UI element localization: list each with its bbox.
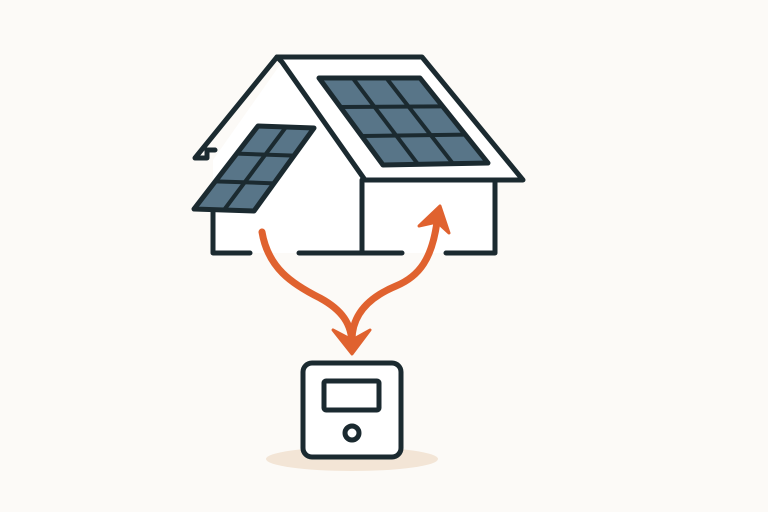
solar-panel-left bbox=[191, 123, 317, 214]
panel-grid-row bbox=[215, 179, 275, 186]
arrow-to-house bbox=[348, 218, 441, 344]
panel-grid-column bbox=[222, 125, 288, 212]
floor-right bbox=[443, 179, 498, 256]
battery-storage-device-icon bbox=[300, 360, 404, 460]
energy-flow-arrows-icon bbox=[258, 204, 451, 356]
arrowhead-down bbox=[331, 328, 372, 356]
solar-panel-right bbox=[316, 75, 491, 168]
device-screen bbox=[321, 378, 382, 413]
arrowhead-up bbox=[417, 204, 451, 235]
front-gable-left bbox=[192, 54, 280, 161]
device-button bbox=[342, 423, 362, 443]
house-body bbox=[213, 62, 495, 253]
panel-grid-column bbox=[384, 76, 455, 165]
arrow-to-storage bbox=[258, 228, 356, 349]
panel-grid-row bbox=[236, 151, 295, 158]
panel-grid-column bbox=[351, 76, 420, 166]
panel-grid-row bbox=[361, 132, 466, 138]
left-wall bbox=[210, 202, 253, 256]
panel-grid-row bbox=[340, 104, 443, 109]
